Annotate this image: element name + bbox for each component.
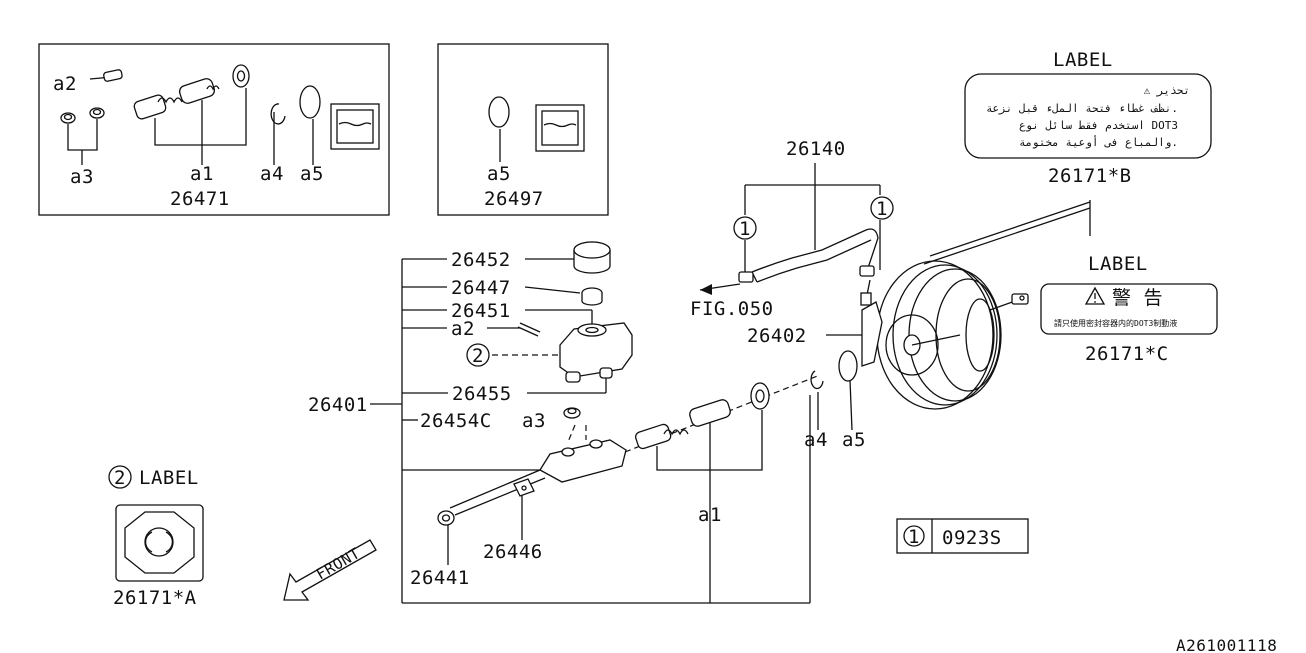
kit-box-26497[interactable]: a5 26497 [437,43,609,216]
legend-code: 0923S [942,527,1002,549]
label-b-header: LABEL [1053,49,1113,71]
reservoir-cap-label-icon [124,511,195,574]
svg-text:1: 1 [876,198,888,220]
kit-number-26471: 26471 [170,188,230,210]
fig-050-link[interactable]: FIG.050 [690,298,774,320]
seal-a5-icon[interactable] [838,350,858,382]
kit-item-a5: a5 [487,163,511,185]
svg-text:2: 2 [472,345,484,367]
gasket-26446-icon[interactable] [513,478,535,497]
label-b-line-2: نظف غطاء فتحة الملء قبل نزعة. [986,102,1178,115]
part-26140-label[interactable]: 26140 [786,138,846,160]
label-c-note: 請只使用密封容器内的DOT3制動液 [1054,318,1177,328]
label-b-number: 26171*B [1048,165,1132,187]
part-26447-label[interactable]: 26447 [451,277,511,299]
kit-number-26497: 26497 [484,188,544,210]
kit-item-a5: a5 [300,163,324,185]
label-c-header: LABEL [1088,253,1148,275]
piston-kit-a1-icon [133,64,250,165]
label-a-header: LABEL [139,467,199,489]
kit-box-26471[interactable]: a2 a3 a1 a4 a5 26471 [38,43,390,216]
svg-text:1: 1 [739,218,751,240]
label-c-warning: 警 告 [1112,287,1163,309]
reservoir-cap-icon[interactable] [573,241,611,274]
kit-item-a1: a1 [190,163,214,185]
leader-lines [447,258,862,603]
part-26454c-label[interactable]: 26454C [420,410,492,432]
label-a-callout: 2 [114,467,126,489]
front-label: FRONT [313,544,363,583]
circlip-a4-icon[interactable] [810,370,824,390]
label-b-line-1: ⚠ تحذير [1144,84,1190,97]
seal-a5-icon [488,96,510,162]
part-26451-label[interactable]: 26451 [451,300,511,322]
master-cylinder-bracket [370,258,810,604]
part-26452-label[interactable]: 26452 [451,249,511,271]
part-26402-label[interactable]: 26402 [747,325,807,347]
seal-a5-icon [299,85,321,165]
grease-can-icon [535,104,585,152]
label-26171c[interactable]: LABEL 警 告 請只使用密封容器内的DOT3制動液 26171*C [1040,253,1218,365]
part-a5-label[interactable]: a5 [842,429,866,451]
part-26401-label[interactable]: 26401 [308,394,368,416]
grommet-a3-icon [60,107,105,165]
part-26446-label[interactable]: 26446 [483,541,543,563]
warning-triangle-icon [1084,286,1106,305]
part-a2-label[interactable]: a2 [451,318,475,340]
brake-booster-icon[interactable] [860,260,1029,410]
kit-item-a3: a3 [70,166,94,188]
part-a1-label[interactable]: a1 [698,504,722,526]
legend-callout: 1 [908,526,920,548]
circlip-a4-icon [270,103,286,165]
callout-1-right: 1 [870,196,894,220]
part-26441-label[interactable]: 26441 [410,567,470,589]
piston-a1-icon[interactable] [624,374,821,453]
kit-item-a2: a2 [53,73,77,95]
seal-pin-a2-icon [89,69,123,82]
grommet-a3-icon[interactable] [563,407,581,419]
part-a4-label[interactable]: a4 [804,429,828,451]
reservoir-tank-icon[interactable] [559,322,633,383]
label-b-line-4: والمباع فى أوعية مختومة. [1019,135,1178,149]
kit-item-a4: a4 [260,163,284,185]
vacuum-hose-icon[interactable] [699,163,881,295]
callout-2-reservoir: 2 [466,343,490,367]
label-26171b[interactable]: LABEL ⚠ تحذير نظف غطاء فتحة الملء قبل نز… [923,49,1212,265]
label-b-line-3: استخدم فقط سائل نوع DOT3 [1019,119,1178,132]
part-26455-label[interactable]: 26455 [452,383,512,405]
pin-a2-icon[interactable] [517,322,541,337]
callout-1-left: 1 [733,216,757,240]
label-c-number: 26171*C [1085,343,1169,365]
part-a3-label[interactable]: a3 [522,410,546,432]
legend-box: 1 0923S [896,518,1029,554]
filter-26447-icon[interactable] [581,287,603,306]
master-cylinder-body-icon[interactable] [449,439,627,516]
nut-26441-icon[interactable] [437,510,455,526]
label-a-number: 26171*A [113,587,197,609]
front-arrow-icon: FRONT [283,539,377,601]
label-26171a[interactable]: 2 LABEL 26171*A [108,465,204,609]
diagram-id: A261001118 [1176,636,1277,653]
grease-can-icon [330,103,380,150]
